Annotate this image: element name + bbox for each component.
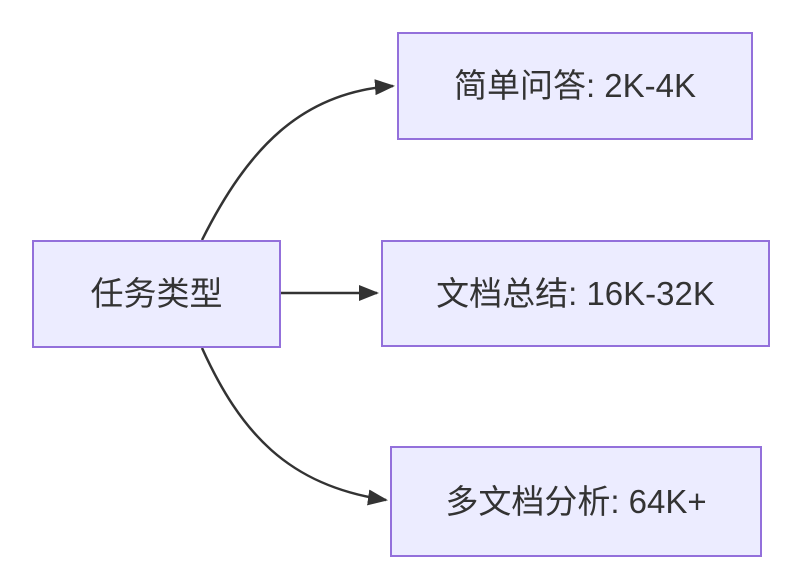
edge-task-to-simple-qa: [200, 79, 395, 241]
node-multi-doc-analysis-label: 多文档分析: 64K+: [445, 482, 707, 520]
node-doc-summary: 文档总结: 16K-32K: [381, 240, 770, 347]
node-simple-qa-label: 简单问答: 2K-4K: [453, 67, 697, 105]
node-task-type: 任务类型: [32, 240, 281, 348]
edge-task-to-multi-doc: [200, 347, 388, 506]
node-simple-qa: 简单问答: 2K-4K: [397, 32, 753, 140]
node-doc-summary-label: 文档总结: 16K-32K: [436, 274, 715, 312]
node-multi-doc-analysis: 多文档分析: 64K+: [390, 446, 762, 557]
node-task-type-label: 任务类型: [90, 275, 223, 313]
